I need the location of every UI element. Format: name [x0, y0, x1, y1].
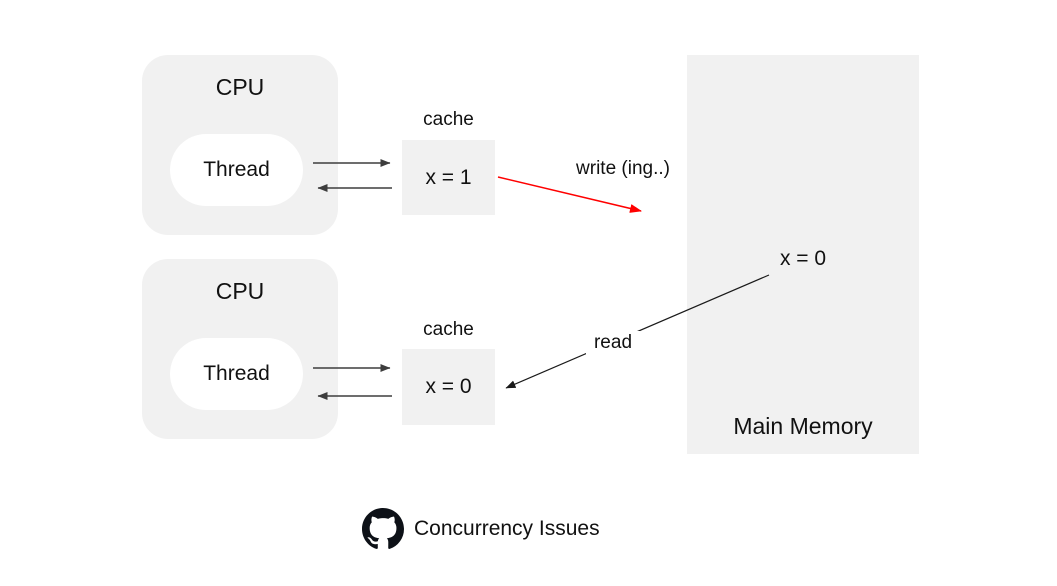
github-icon: [362, 508, 404, 549]
memory-title: Main Memory: [733, 413, 873, 439]
footer-text: Concurrency Issues: [414, 517, 600, 540]
cache-2-label: cache: [423, 319, 474, 340]
main-memory-box: x = 0 Main Memory: [687, 55, 919, 454]
cpu-2-title: CPU: [215, 278, 265, 304]
cache-1-label: cache: [423, 109, 474, 130]
thread-pill-2: Thread: [170, 338, 303, 410]
footer-credit: Concurrency Issues: [362, 508, 600, 550]
cpu-box-2: CPU Thread: [142, 259, 338, 439]
cache-1-value: x = 1: [425, 165, 472, 189]
cache-box-2: x = 0: [402, 349, 495, 425]
cpu-box-1: CPU Thread: [142, 55, 338, 235]
read-arrow-label: read: [585, 331, 641, 355]
write-arrow-label: write (ing..): [576, 158, 670, 179]
memory-value: x = 0: [779, 247, 827, 270]
cpu-1-title: CPU: [215, 74, 265, 100]
thread-1-label: Thread: [203, 158, 270, 181]
thread-2-label: Thread: [203, 362, 270, 385]
cache-box-1: x = 1: [402, 140, 495, 215]
cache-2-value: x = 0: [425, 375, 472, 398]
thread-pill-1: Thread: [170, 134, 303, 206]
write-arrow: [497, 176, 642, 213]
